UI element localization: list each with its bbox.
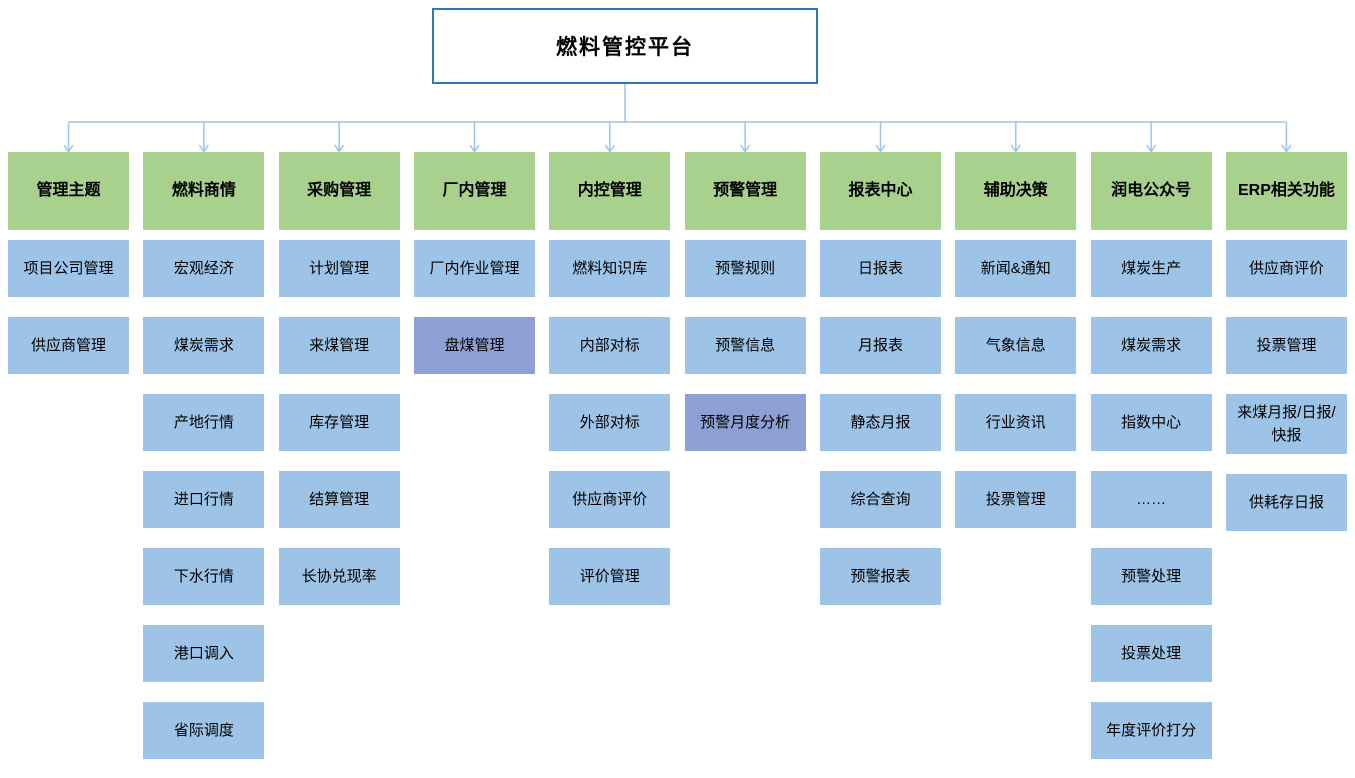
module-box: 供应商管理 [8,317,129,374]
module-box: 投票处理 [1090,625,1212,682]
module-box: 来煤管理 [278,317,400,374]
module-box: 供应商评价 [1225,240,1347,297]
item-list: 燃料知识库内部对标外部对标供应商评价评价管理 [549,240,671,605]
module-box: …… [1090,471,1212,528]
category-header: 内控管理 [549,152,671,230]
module-box: 项目公司管理 [8,240,129,297]
module-box: 下水行情 [143,548,265,605]
module-box: 预警规则 [684,240,806,297]
module-box: 港口调入 [143,625,265,682]
module-box: 预警处理 [1090,548,1212,605]
module-box: 新闻&通知 [955,240,1077,297]
category-header: 报表中心 [819,152,941,230]
column-7: 报表中心日报表月报表静态月报综合查询预警报表 [819,152,941,759]
category-header: 采购管理 [278,152,400,230]
category-header: 辅助决策 [955,152,1077,230]
item-list: 供应商评价投票管理来煤月报/日报/快报供耗存日报 [1225,240,1347,531]
module-box: 计划管理 [278,240,400,297]
module-box: 内部对标 [549,317,671,374]
module-box: 日报表 [819,240,941,297]
column-1: 管理主题项目公司管理供应商管理 [8,152,129,759]
module-box: 煤炭生产 [1090,240,1212,297]
module-box: 宏观经济 [143,240,265,297]
column-8: 辅助决策新闻&通知气象信息行业资讯投票管理 [955,152,1077,759]
module-box: 库存管理 [278,394,400,451]
module-box: 来煤月报/日报/快报 [1225,394,1347,454]
column-9: 润电公众号煤炭生产煤炭需求指数中心 …… 预警处理投票处理年度评价打分 [1090,152,1212,759]
module-box: 供耗存日报 [1225,474,1347,531]
item-list: 计划管理来煤管理库存管理结算管理长协兑现率 [278,240,400,605]
root-title: 燃料管控平台 [556,36,694,59]
column-3: 采购管理计划管理来煤管理库存管理结算管理长协兑现率 [278,152,400,759]
column-4: 厂内管理厂内作业管理盘煤管理 [413,152,535,759]
column-5: 内控管理燃料知识库内部对标外部对标供应商评价评价管理 [549,152,671,759]
module-box: 进口行情 [143,471,265,528]
item-list: 项目公司管理供应商管理 [8,240,129,374]
item-list: 厂内作业管理盘煤管理 [413,240,535,374]
module-box: 投票管理 [1225,317,1347,374]
module-box: 综合查询 [819,471,941,528]
item-list: 日报表月报表静态月报综合查询预警报表 [819,240,941,605]
root-node: 燃料管控平台 [432,8,818,84]
category-header: 管理主题 [8,152,129,230]
category-header: 润电公众号 [1090,152,1212,230]
column-2: 燃料商情宏观经济煤炭需求产地行情进口行情下水行情港口调入省际调度 [143,152,265,759]
module-box: 投票管理 [955,471,1077,528]
item-list: 预警规则预警信息预警月度分析 [684,240,806,451]
module-box: 静态月报 [819,394,941,451]
module-box: 行业资讯 [955,394,1077,451]
module-box: 预警报表 [819,548,941,605]
category-header: 厂内管理 [413,152,535,230]
module-box: 评价管理 [549,548,671,605]
category-header: 燃料商情 [143,152,265,230]
item-list: 煤炭生产煤炭需求指数中心 …… 预警处理投票处理年度评价打分 [1090,240,1212,759]
columns-container: 管理主题项目公司管理供应商管理燃料商情宏观经济煤炭需求产地行情进口行情下水行情港… [8,152,1347,759]
module-box: 盘煤管理 [413,317,535,374]
column-6: 预警管理预警规则预警信息预警月度分析 [684,152,806,759]
module-box: 省际调度 [143,702,265,759]
module-box: 燃料知识库 [549,240,671,297]
item-list: 宏观经济煤炭需求产地行情进口行情下水行情港口调入省际调度 [143,240,265,759]
column-10: ERP相关功能供应商评价投票管理来煤月报/日报/快报供耗存日报 [1225,152,1347,759]
module-box: 长协兑现率 [278,548,400,605]
module-box: 煤炭需求 [1090,317,1212,374]
module-box: 供应商评价 [549,471,671,528]
item-list: 新闻&通知气象信息行业资讯投票管理 [955,240,1077,528]
module-box: 产地行情 [143,394,265,451]
module-box: 预警信息 [684,317,806,374]
module-box: 结算管理 [278,471,400,528]
module-box: 指数中心 [1090,394,1212,451]
category-header: ERP相关功能 [1225,152,1347,230]
module-box: 月报表 [819,317,941,374]
module-box: 预警月度分析 [684,394,806,451]
module-box: 厂内作业管理 [413,240,535,297]
category-header: 预警管理 [684,152,806,230]
module-box: 外部对标 [549,394,671,451]
module-box: 气象信息 [955,317,1077,374]
module-box: 年度评价打分 [1090,702,1212,759]
module-box: 煤炭需求 [143,317,265,374]
